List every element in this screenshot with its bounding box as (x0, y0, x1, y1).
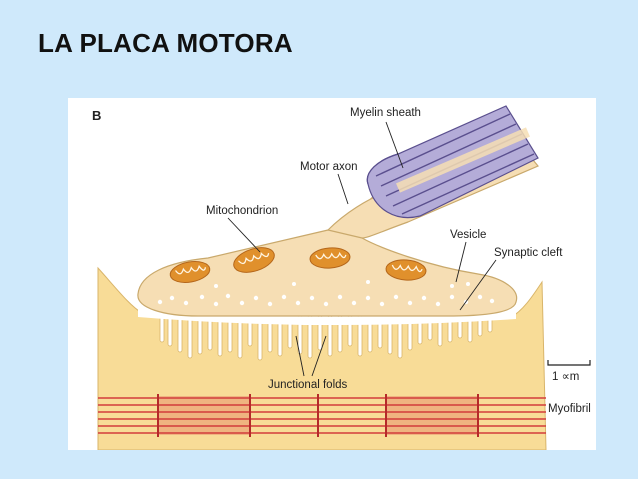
mitochondrion (385, 259, 427, 281)
end-plate-diagram: B Myelin sheath Motor axon Mitochondrion… (92, 105, 591, 450)
label-synaptic-cleft: Synaptic cleft (494, 247, 563, 259)
scale-bar (547, 360, 591, 366)
slide-title: LA PLACA MOTORA (38, 28, 293, 58)
leader-lines (227, 121, 497, 377)
label-mitochondrion: Mitochondrion (206, 205, 278, 217)
label-myelin-sheath: Myelin sheath (350, 107, 421, 119)
panel-letter: B (92, 108, 101, 123)
vesicles (157, 280, 495, 307)
synaptic-cleft-band (138, 309, 516, 326)
label-scale: 1 ∝m (552, 371, 579, 383)
myofibrils (98, 394, 546, 437)
label-myofibril: Myofibril (548, 403, 591, 415)
label-motor-axon: Motor axon (300, 161, 358, 173)
label-junctional-folds: Junctional folds (268, 379, 348, 391)
axon-core (396, 127, 530, 193)
mitochondrion (169, 261, 211, 283)
mitochondria (169, 247, 427, 283)
motor-end-plate-figure: B Myelin sheath Motor axon Mitochondrion… (68, 98, 596, 450)
mitochondrion (309, 247, 351, 269)
label-vesicle: Vesicle (450, 229, 486, 241)
mitochondrion (233, 247, 275, 273)
